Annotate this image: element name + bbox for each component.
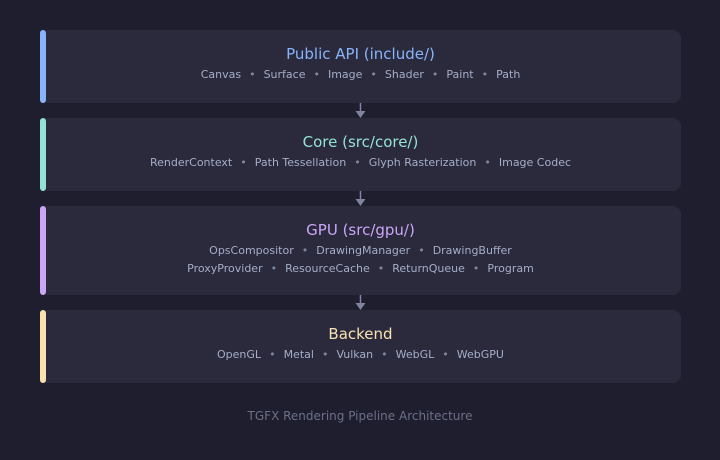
component-label: Image Codec (498, 156, 572, 169)
layer-gpu-items-row-1: OpsCompositor • DrawingManager • DrawingBuff… (40, 244, 681, 257)
component-label: WebGPU (456, 348, 504, 361)
separator-dot: • (269, 348, 276, 361)
component-label: Path Tessellation (254, 156, 347, 169)
separator-dot: • (370, 68, 377, 81)
separator-dot: • (313, 68, 320, 81)
separator-dot: • (481, 68, 489, 81)
layer-gpu-accent (40, 206, 46, 295)
component-label: Vulkan (336, 348, 374, 361)
component-label: Shader (384, 68, 424, 81)
layer-core-title: Core (src/core/) (302, 133, 419, 151)
separator-dot: • (354, 156, 361, 169)
layer-core-accent (40, 118, 46, 191)
component-label: WebGL (395, 348, 435, 361)
separator-dot: • (431, 68, 439, 81)
component-label: Glyph Rasterization (368, 156, 477, 169)
layer-public-api-accent (40, 30, 46, 103)
separator-dot: • (442, 348, 449, 361)
component-label: OpsCompositor (209, 244, 294, 257)
component-label: Image (327, 68, 363, 81)
layer-public-api-title: Public API (include/) (286, 45, 435, 63)
arrow-down-icon (355, 191, 366, 206)
separator-dot: • (270, 262, 278, 275)
component-label: Surface (263, 68, 306, 81)
component-label: Paint (446, 68, 474, 81)
component-label: ResourceCache (285, 262, 370, 275)
component-label: ProxyProvider (187, 262, 263, 275)
component-label: DrawingManager (316, 244, 411, 257)
layer-gpu-items-row-2: ProxyProvider • ResourceCache • ReturnQueue •… (40, 262, 681, 275)
separator-dot: • (484, 156, 491, 169)
component-label: Path (496, 68, 521, 81)
layer-core: Core (src/core/) RenderContext • Path Tess… (40, 118, 681, 191)
component-label: Metal (283, 348, 314, 361)
separator-dot: • (240, 156, 247, 169)
component-label: RenderContext (149, 156, 233, 169)
component-label: ReturnQueue (392, 262, 465, 275)
layer-public-api: Public API (include/) Canvas • Surface • Ima… (40, 30, 681, 103)
arrow-down-icon (355, 295, 366, 310)
component-label: Program (487, 262, 534, 275)
separator-dot: • (418, 244, 425, 257)
separator-dot: • (249, 68, 256, 81)
diagram-caption: TGFX Rendering Pipeline Architecture (247, 409, 473, 423)
component-label: OpenGL (217, 348, 262, 361)
layer-backend: Backend OpenGL • Metal • Vulkan • WebGL • WebGPU (40, 310, 681, 383)
layer-backend-accent (40, 310, 46, 383)
component-label: DrawingBuffer (432, 244, 512, 257)
layer-gpu: GPU (src/gpu/) OpsCompositor • DrawingMana… (40, 206, 681, 295)
arrow-down-icon (355, 103, 366, 118)
layer-backend-title: Backend (328, 325, 393, 343)
component-label: Canvas (200, 68, 242, 81)
layer-backend-items: OpenGL • Metal • Vulkan • WebGL • WebGPU (40, 348, 681, 361)
separator-dot: • (377, 262, 385, 275)
layer-public-api-items: Canvas • Surface • Image • Shader • Paint • Path (40, 68, 681, 81)
layer-core-items: RenderContext • Path Tessellation • Glyph Ra… (40, 156, 681, 169)
separator-dot: • (321, 348, 329, 361)
layer-gpu-title: GPU (src/gpu/) (306, 221, 415, 239)
separator-dot: • (472, 262, 480, 275)
separator-dot: • (381, 348, 388, 361)
separator-dot: • (301, 244, 309, 257)
